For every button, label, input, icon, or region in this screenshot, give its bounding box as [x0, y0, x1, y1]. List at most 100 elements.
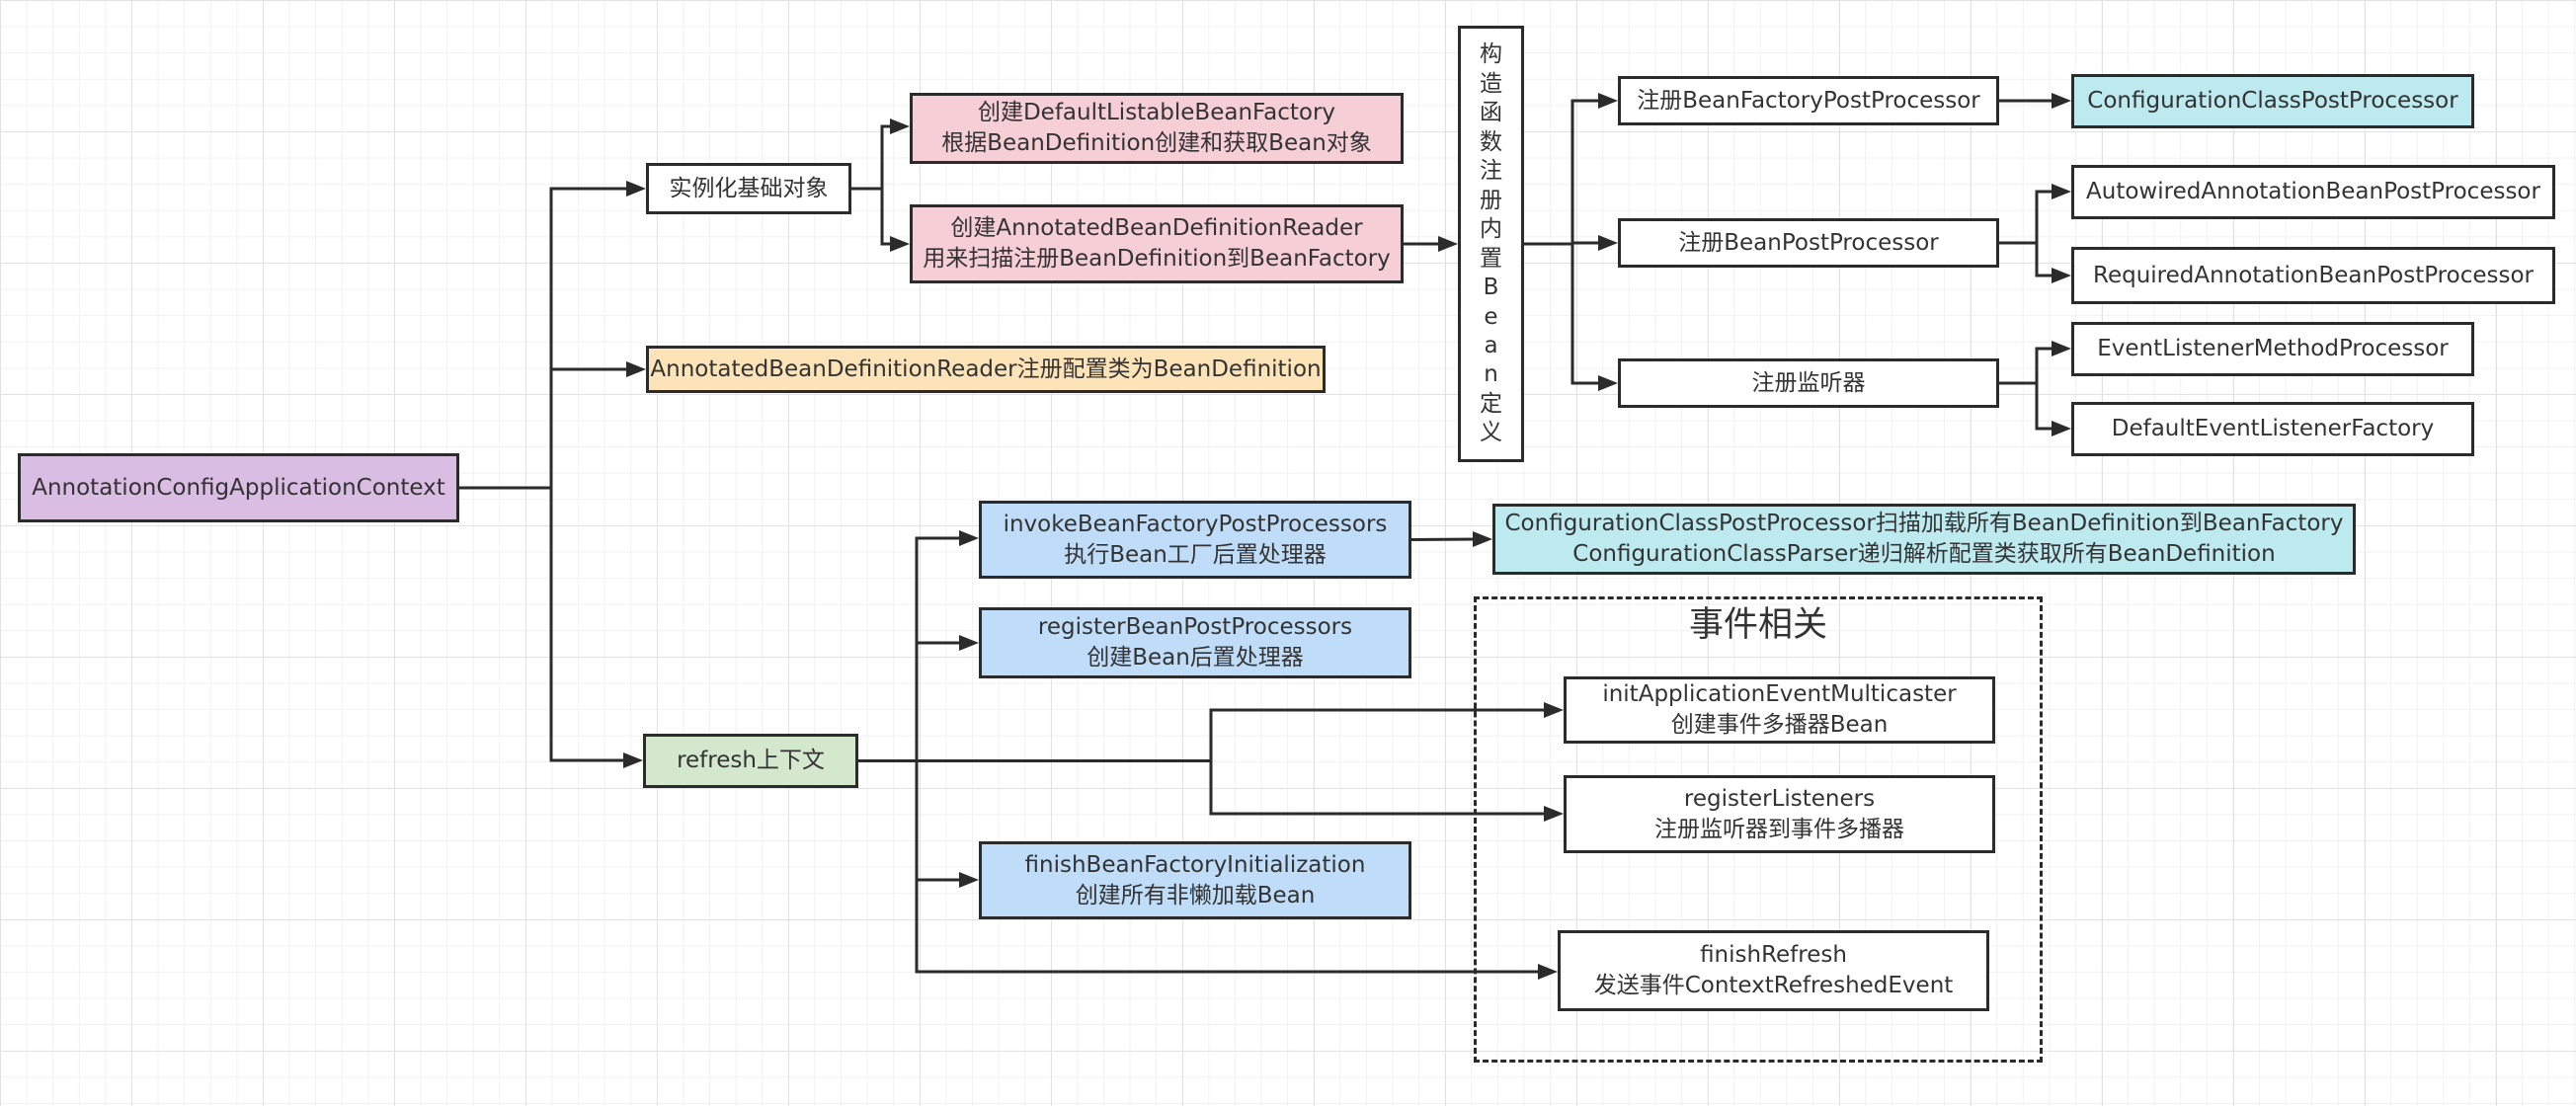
connector-refresh-to-finish_refresh: [858, 759, 1544, 974]
connector-refresh-to-invoke_bfpp: [858, 536, 965, 762]
node-text-char: n: [1484, 361, 1498, 388]
configuration-class-post-processor-node: ConfigurationClassPostProcessor: [2071, 74, 2474, 128]
node-text-line: registerBeanPostProcessors: [1037, 614, 1353, 640]
instantiate-node: 实例化基础对象: [646, 163, 851, 214]
node-text-line: AutowiredAnnotationBeanPostProcessor: [2086, 179, 2540, 204]
node-text-char: 造: [1480, 70, 1502, 97]
node-text-char: 注: [1480, 158, 1502, 185]
node-text-line: 创建事件多播器Bean: [1670, 712, 1889, 738]
node-text-line: refresh上下文: [677, 748, 825, 773]
default-event-listener-factory-node: DefaultEventListenerFactory: [2071, 402, 2474, 456]
node-text-line: 根据BeanDefinition创建和获取Bean对象: [941, 130, 1372, 156]
register-bfpp-node: 注册BeanFactoryPostProcessor: [1618, 76, 1999, 125]
node-text-line: 注册监听器: [1751, 369, 1866, 396]
required-processor-node: RequiredAnnotationBeanPostProcessor: [2071, 247, 2555, 304]
connector-invoke_bfpp-to-ccpp_scan: [1410, 537, 1480, 541]
arrowhead-reg_bpp: [1598, 235, 1618, 251]
ccpp-scan-node: ConfigurationClassPostProcessor扫描加载所有Bea…: [1492, 504, 2356, 575]
arrowhead-required: [2052, 268, 2071, 283]
arrowhead-create_factory: [890, 118, 910, 134]
arrowhead-register_listeners: [1544, 806, 1564, 822]
arrowhead-elmp: [2052, 341, 2071, 356]
root-node: AnnotationConfigApplicationContext: [18, 453, 459, 522]
node-text-line: RequiredAnnotationBeanPostProcessor: [2093, 262, 2534, 288]
arrowhead-reader_register: [626, 361, 646, 377]
connector-refresh-to-finish_init: [858, 759, 965, 882]
node-text-char: 内: [1480, 216, 1502, 243]
node-text-line: 注册BeanFactoryPostProcessor: [1637, 87, 1980, 114]
node-text-line: 注册监听器到事件多播器: [1654, 816, 1904, 842]
node-text-line: EventListenerMethodProcessor: [2097, 336, 2449, 361]
node-text-line: 用来扫描注册BeanDefinition到BeanFactory: [923, 246, 1391, 272]
node-text-line: 注册BeanPostProcessor: [1678, 229, 1939, 256]
autowired-processor-node: AutowiredAnnotationBeanPostProcessor: [2071, 165, 2555, 219]
register-bpp-step-node: registerBeanPostProcessors 创建Bean后置处理器: [979, 607, 1411, 678]
connector-instantiate-to-create_factory: [851, 124, 896, 191]
arrowhead-invoke_bfpp: [959, 530, 979, 546]
register-bpp-node: 注册BeanPostProcessor: [1618, 218, 1999, 268]
arrowhead-reg_listener: [1598, 375, 1618, 391]
arrowhead-delf: [2052, 421, 2071, 436]
node-text-line: registerListeners: [1683, 785, 1876, 812]
connector-constructor-to-reg_bfpp: [1524, 99, 1604, 246]
reader-register-config-node: AnnotatedBeanDefinitionReader注册配置类为BeanD…: [646, 346, 1326, 393]
node-text-char: 数: [1480, 128, 1502, 155]
node-text-char: 定: [1480, 390, 1502, 417]
arrowhead-refresh: [623, 752, 643, 768]
node-text-char: a: [1484, 332, 1498, 358]
arrowhead-autowired: [2052, 184, 2071, 199]
node-text-line: 实例化基础对象: [669, 175, 829, 201]
connector-refresh-to-init_multicaster: [858, 708, 1550, 762]
node-text-line: invokeBeanFactoryPostProcessors: [1003, 511, 1388, 537]
arrowhead-finish_refresh: [1538, 964, 1558, 980]
connector-reg_listener-to-delf: [1999, 381, 2057, 431]
node-text-char: B: [1483, 275, 1499, 301]
register-listener-node: 注册监听器: [1618, 358, 1999, 408]
register-listeners-node: registerListeners 注册监听器到事件多播器: [1564, 775, 1995, 853]
node-text-line: finishRefresh: [1700, 942, 1847, 968]
create-reader-node: 创建AnnotatedBeanDefinitionReader 用来扫描注册Bea…: [910, 204, 1404, 283]
connector-reg_listener-to-elmp: [1999, 347, 2057, 385]
node-text-char: e: [1484, 303, 1498, 330]
node-text-line: 执行Bean工厂后置处理器: [1064, 541, 1327, 568]
connector-root-to-instantiate: [459, 187, 632, 490]
event-group: 事件相关: [1474, 596, 2043, 1063]
event-listener-method-processor-node: EventListenerMethodProcessor: [2071, 322, 2474, 376]
node-text-line: 创建DefaultListableBeanFactory: [977, 100, 1336, 125]
arrowhead-init_multicaster: [1544, 702, 1564, 718]
arrowhead-reg_bfpp: [1598, 93, 1618, 109]
arrowhead-ccpp: [2052, 93, 2071, 109]
create-bean-factory-node: 创建DefaultListableBeanFactory 根据BeanDefini…: [910, 93, 1404, 164]
connector-reg_bpp-to-required: [1999, 241, 2057, 277]
connector-root-to-refresh: [459, 486, 629, 762]
node-text-line: 发送事件ContextRefreshedEvent: [1593, 973, 1954, 998]
connector-refresh-to-register_listeners: [858, 759, 1550, 816]
node-text-char: 置: [1480, 245, 1502, 272]
connector-refresh-to-register_bpp: [858, 641, 965, 762]
init-multicaster-node: initApplicationEventMulticaster 创建事件多播器Be…: [1564, 676, 1995, 744]
arrowhead-ccpp_scan: [1473, 531, 1492, 547]
node-text-line: ConfigurationClassParser递归解析配置类获取所有BeanD…: [1572, 541, 2276, 567]
node-text-line: 创建AnnotatedBeanDefinitionReader: [950, 215, 1363, 241]
node-text-line: ConfigurationClassPostProcessor扫描加载所有Bea…: [1504, 511, 2344, 536]
arrowhead-finish_init: [959, 872, 979, 888]
finish-refresh-node: finishRefresh 发送事件ContextRefreshedEvent: [1558, 930, 1989, 1011]
node-text-line: finishBeanFactoryInitialization: [1024, 851, 1366, 878]
connector-reg_bpp-to-autowired: [1999, 190, 2057, 245]
arrowhead-create_reader: [890, 236, 910, 252]
node-text-line: initApplicationEventMulticaster: [1602, 681, 1957, 707]
event-group-title: 事件相关: [1688, 605, 1827, 645]
refresh-node: refresh上下文: [643, 734, 858, 788]
arrowhead-constructor: [1438, 236, 1458, 252]
invoke-bfpp-node: invokeBeanFactoryPostProcessors 执行Bean工厂后…: [979, 501, 1411, 579]
connector-instantiate-to-create_reader: [851, 187, 896, 246]
arrowhead-register_bpp: [959, 635, 979, 651]
connector-constructor-to-reg_listener: [1524, 242, 1604, 385]
arrowhead-instantiate: [626, 181, 646, 197]
node-text-line: AnnotationConfigApplicationContext: [32, 474, 445, 501]
connector-root-to-reader_register: [459, 367, 632, 490]
node-text-char: 构: [1480, 41, 1502, 68]
node-text-line: 创建Bean后置处理器: [1087, 645, 1304, 671]
